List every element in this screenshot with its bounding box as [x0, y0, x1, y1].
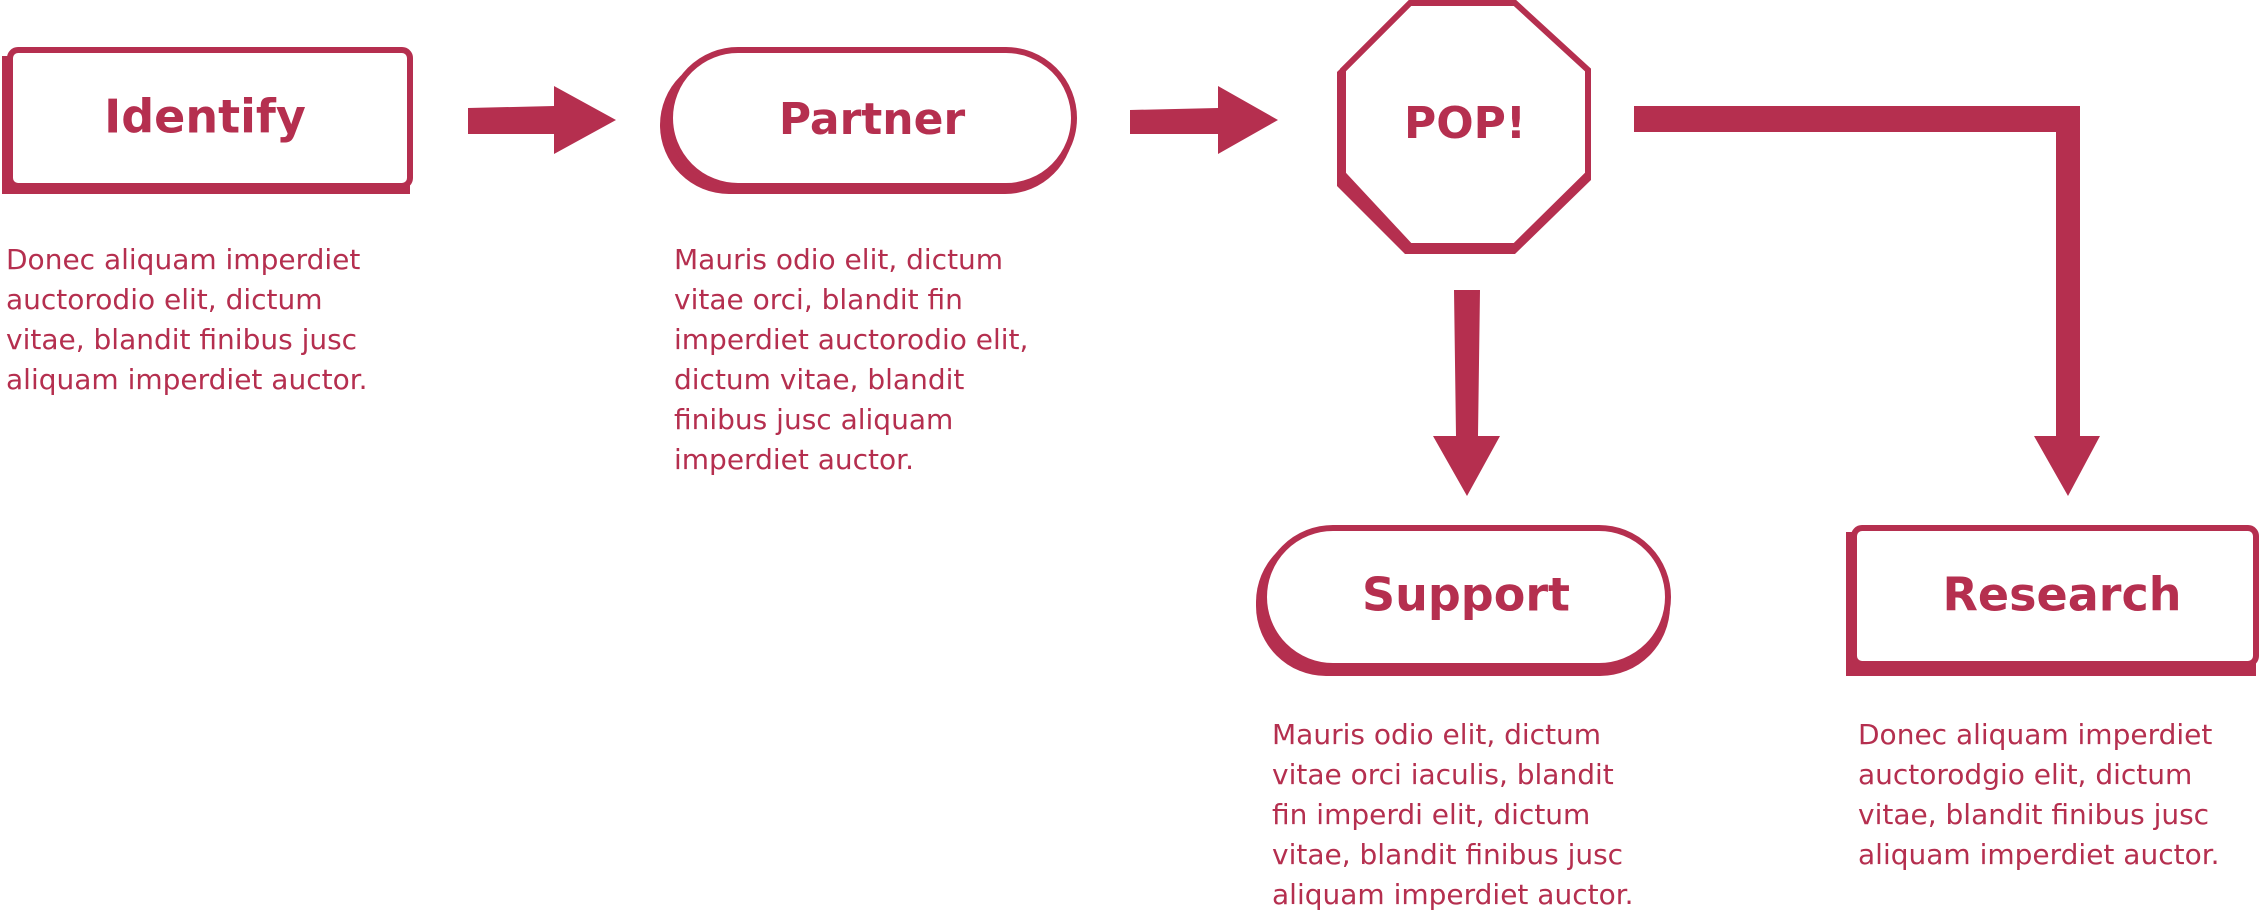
description-line: aliquam imperdiet auctor. [1858, 838, 2220, 871]
description-line: finibus jusc aliquam [674, 403, 954, 436]
description-line: fin imperdi elit, dictum [1272, 798, 1591, 831]
node-identify-box [7, 47, 413, 189]
node-support-description: Mauris odio elit, dictum vitae orci iacu… [1272, 715, 1634, 915]
node-pop-box [1340, 0, 1591, 249]
node-identify-description: Donec aliquam imperdiet auctorodio elit,… [6, 240, 368, 400]
description-line: vitae orci, blandit fin [674, 283, 963, 316]
node-identify: Identify [2, 47, 413, 194]
description-line: imperdiet auctor. [674, 443, 914, 476]
node-research-label: Research [1943, 568, 2182, 622]
description-line: auctorodgio elit, dictum [1858, 758, 2193, 791]
node-support: Support [1256, 525, 1671, 676]
description-line: Donec aliquam imperdiet [6, 243, 361, 276]
description-line: dictum vitae, blandit [674, 363, 965, 396]
arrow-pop-to-support [1433, 290, 1500, 496]
description-line: Mauris odio elit, dictum [1272, 718, 1602, 751]
node-support-label: Support [1362, 568, 1570, 622]
node-identify-label: Identify [104, 90, 306, 144]
description-line: vitae, blandit finibus jusc [1858, 798, 2210, 831]
arrow-partner-to-pop [1130, 86, 1278, 154]
description-line: imperdiet auctorodio elit, [674, 323, 1029, 356]
node-support-box [1261, 525, 1671, 669]
description-line: Donec aliquam imperdiet [1858, 718, 2213, 751]
arrow-right-icon [468, 86, 616, 154]
node-partner-label: Partner [779, 94, 966, 145]
description-line: Mauris odio elit, dictum [674, 243, 1004, 276]
node-pop: POP! [1337, 0, 1591, 254]
description-line: vitae, blandit finibus jusc [6, 323, 358, 356]
node-research-box [1851, 525, 2259, 667]
description-line: auctorodio elit, dictum [6, 283, 323, 316]
node-research-description: Donec aliquam imperdiet auctorodgio elit… [1858, 715, 2220, 875]
description-line: vitae, blandit finibus jusc [1272, 838, 1624, 871]
description-line: aliquam imperdiet auctor. [1272, 878, 1634, 911]
node-partner-box [667, 47, 1077, 189]
elbow-arrow-down-icon [1634, 106, 2100, 496]
description-line: vitae orci iaculis, blandit [1272, 758, 1614, 791]
node-research: Research [1846, 525, 2259, 676]
node-partner-description: Mauris odio elit, dictum vitae orci, bla… [674, 240, 1028, 480]
node-partner: Partner [660, 47, 1077, 194]
arrow-identify-to-partner [468, 86, 616, 154]
connector-pop-to-research [1634, 106, 2100, 496]
description-line: aliquam imperdiet auctor. [6, 363, 368, 396]
node-pop-label: POP! [1404, 98, 1526, 149]
arrow-right-icon [1130, 86, 1278, 154]
arrow-down-icon [1433, 290, 1500, 496]
